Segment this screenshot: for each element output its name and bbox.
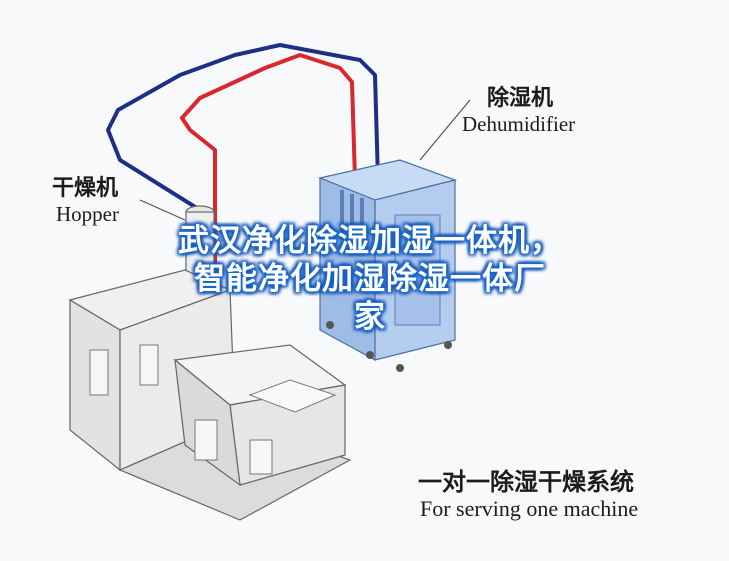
dehumidifier-label-en: Dehumidifier [462, 112, 576, 136]
system-label-cn: 一对一除湿干燥系统 [418, 468, 634, 496]
molding-machine [68, 269, 352, 521]
system-label-en: For serving one machine [420, 496, 639, 521]
hopper-label-en: Hopper [56, 202, 119, 226]
hopper-label-cn: 干燥机 [52, 176, 119, 201]
supply-pipe [180, 53, 357, 305]
dehumidifier-label-cn: 除湿机 [487, 86, 554, 111]
dehumidifier-leader [419, 99, 471, 161]
title-overlay: 武汉净化除湿加湿一体机， 智能净化加湿除湿一体厂 家 [100, 222, 640, 336]
hopper-leader [139, 199, 186, 221]
overlay-line-3: 家 [354, 299, 386, 335]
overlay-line-1: 武汉净化除湿加湿一体机， [178, 223, 562, 259]
return-pipe [106, 43, 380, 305]
overlay-line-2: 智能净化加湿除湿一体厂 [194, 261, 546, 297]
dehumidifier-unit [317, 159, 458, 372]
